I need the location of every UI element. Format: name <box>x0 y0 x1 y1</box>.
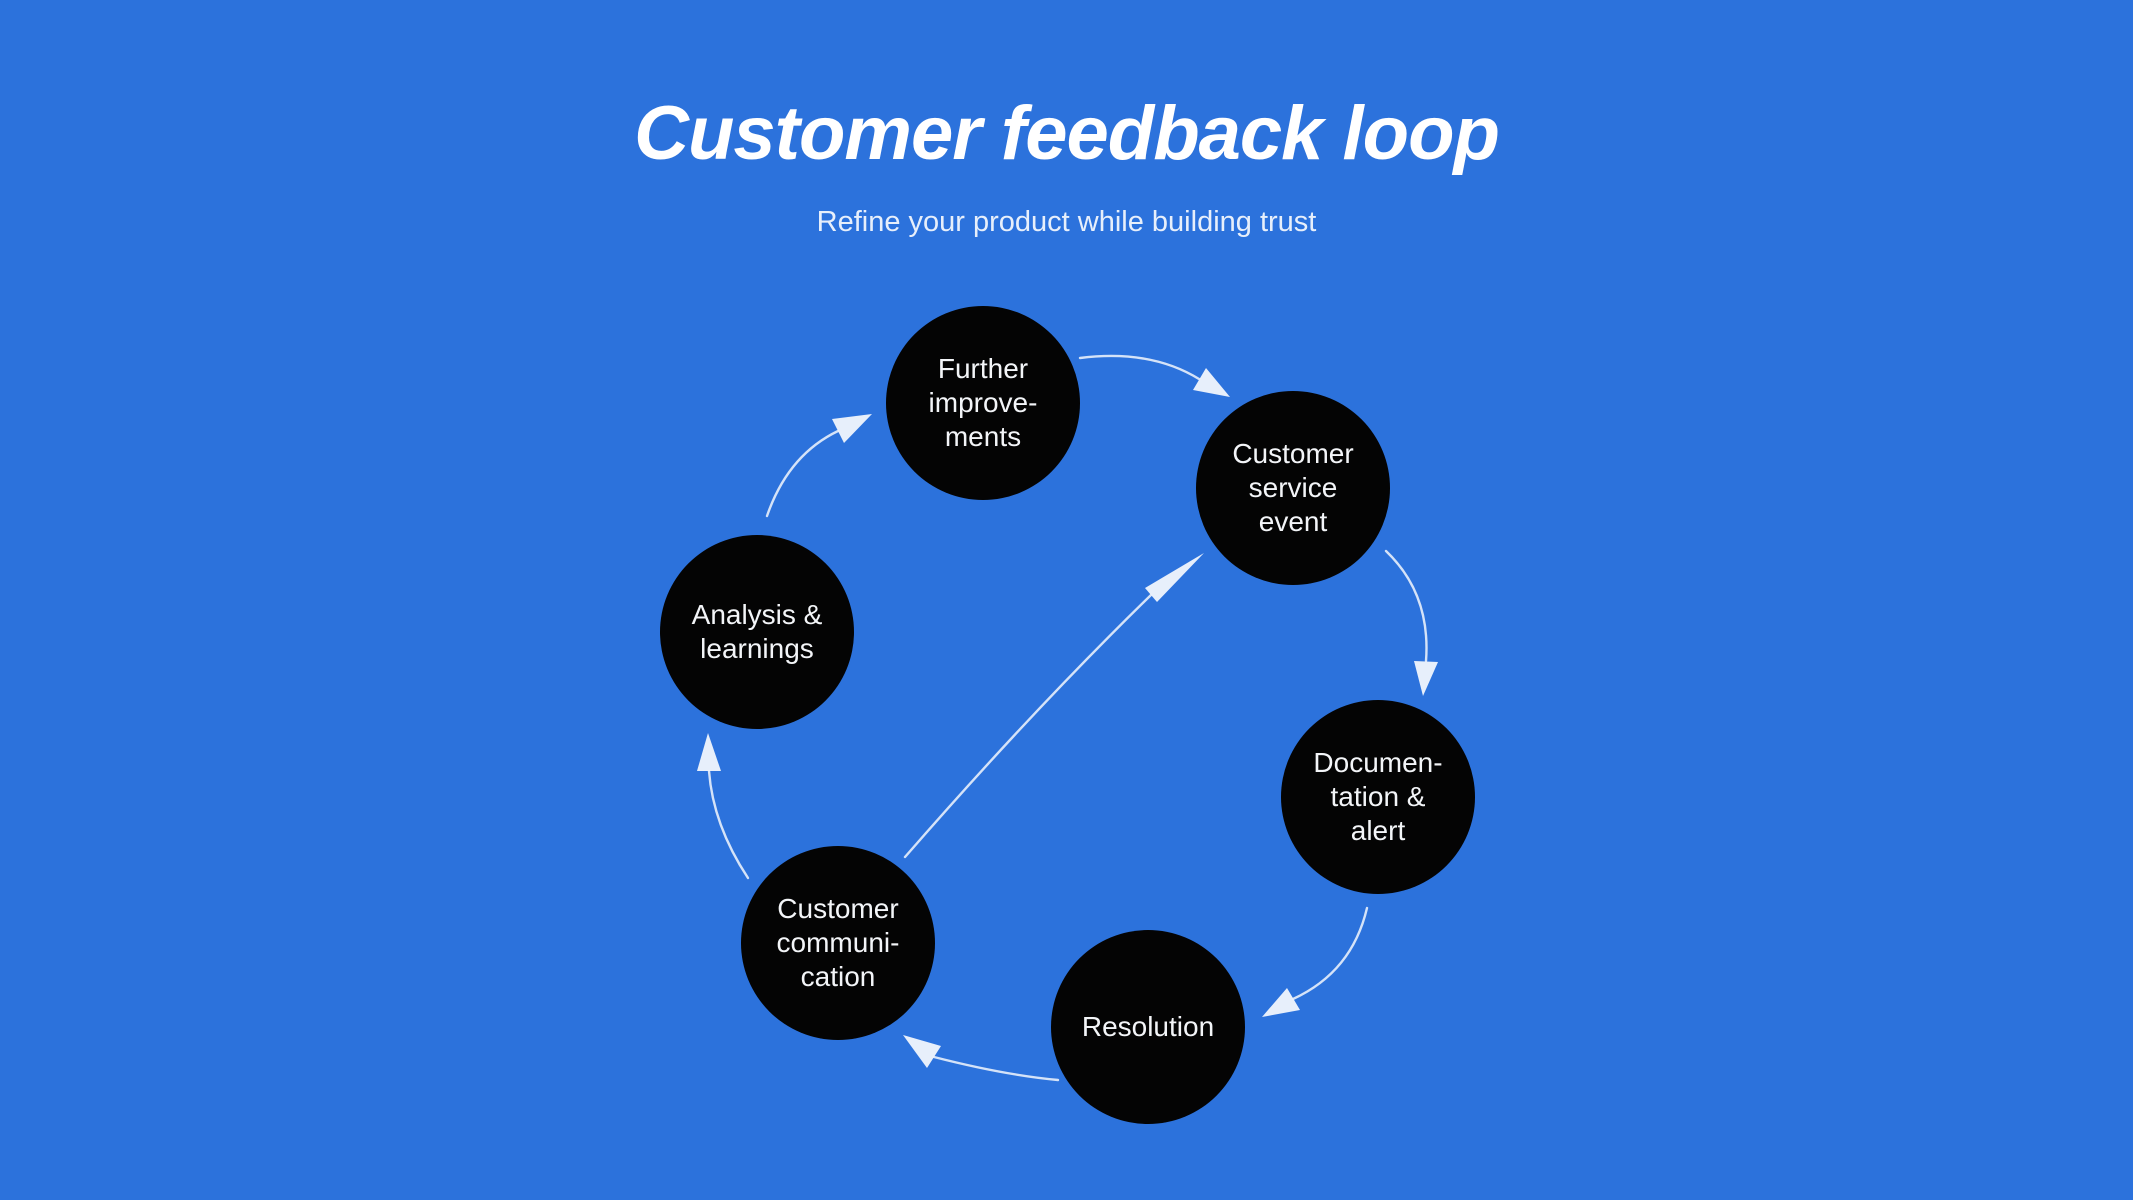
node-label: Further improve- ments <box>928 353 1038 452</box>
node-customer-communication: Customer communi- cation <box>741 846 935 1040</box>
node-analysis-learnings: Analysis & learnings <box>660 535 854 729</box>
arrow-analysis-to-further <box>765 414 872 518</box>
node-customer-service-event: Customer service event <box>1196 391 1390 585</box>
node-label: Customer communi- cation <box>776 893 900 992</box>
arrow-further-to-service <box>1078 354 1230 397</box>
slide-title: Customer feedback loop <box>634 91 1500 176</box>
node-label: Customer service event <box>1232 438 1354 537</box>
arrow-communication-to-analysis <box>697 733 750 880</box>
node-label: Analysis & learnings <box>691 599 823 664</box>
arrow-communication-to-service <box>903 553 1204 859</box>
arrow-service-to-documentation <box>1384 549 1438 696</box>
slide-subtitle: Refine your product while building trust <box>816 206 1317 238</box>
node-documentation-alert: Documen- tation & alert <box>1281 700 1475 894</box>
node-resolution: Resolution <box>1051 930 1245 1124</box>
arrow-documentation-to-resolution <box>1262 906 1369 1017</box>
node-label: Documen- tation & alert <box>1313 747 1443 846</box>
arrow-resolution-to-communication <box>903 1035 1060 1082</box>
node-further-improvements: Further improve- ments <box>886 306 1080 500</box>
node-label: Resolution <box>1081 1011 1215 1042</box>
